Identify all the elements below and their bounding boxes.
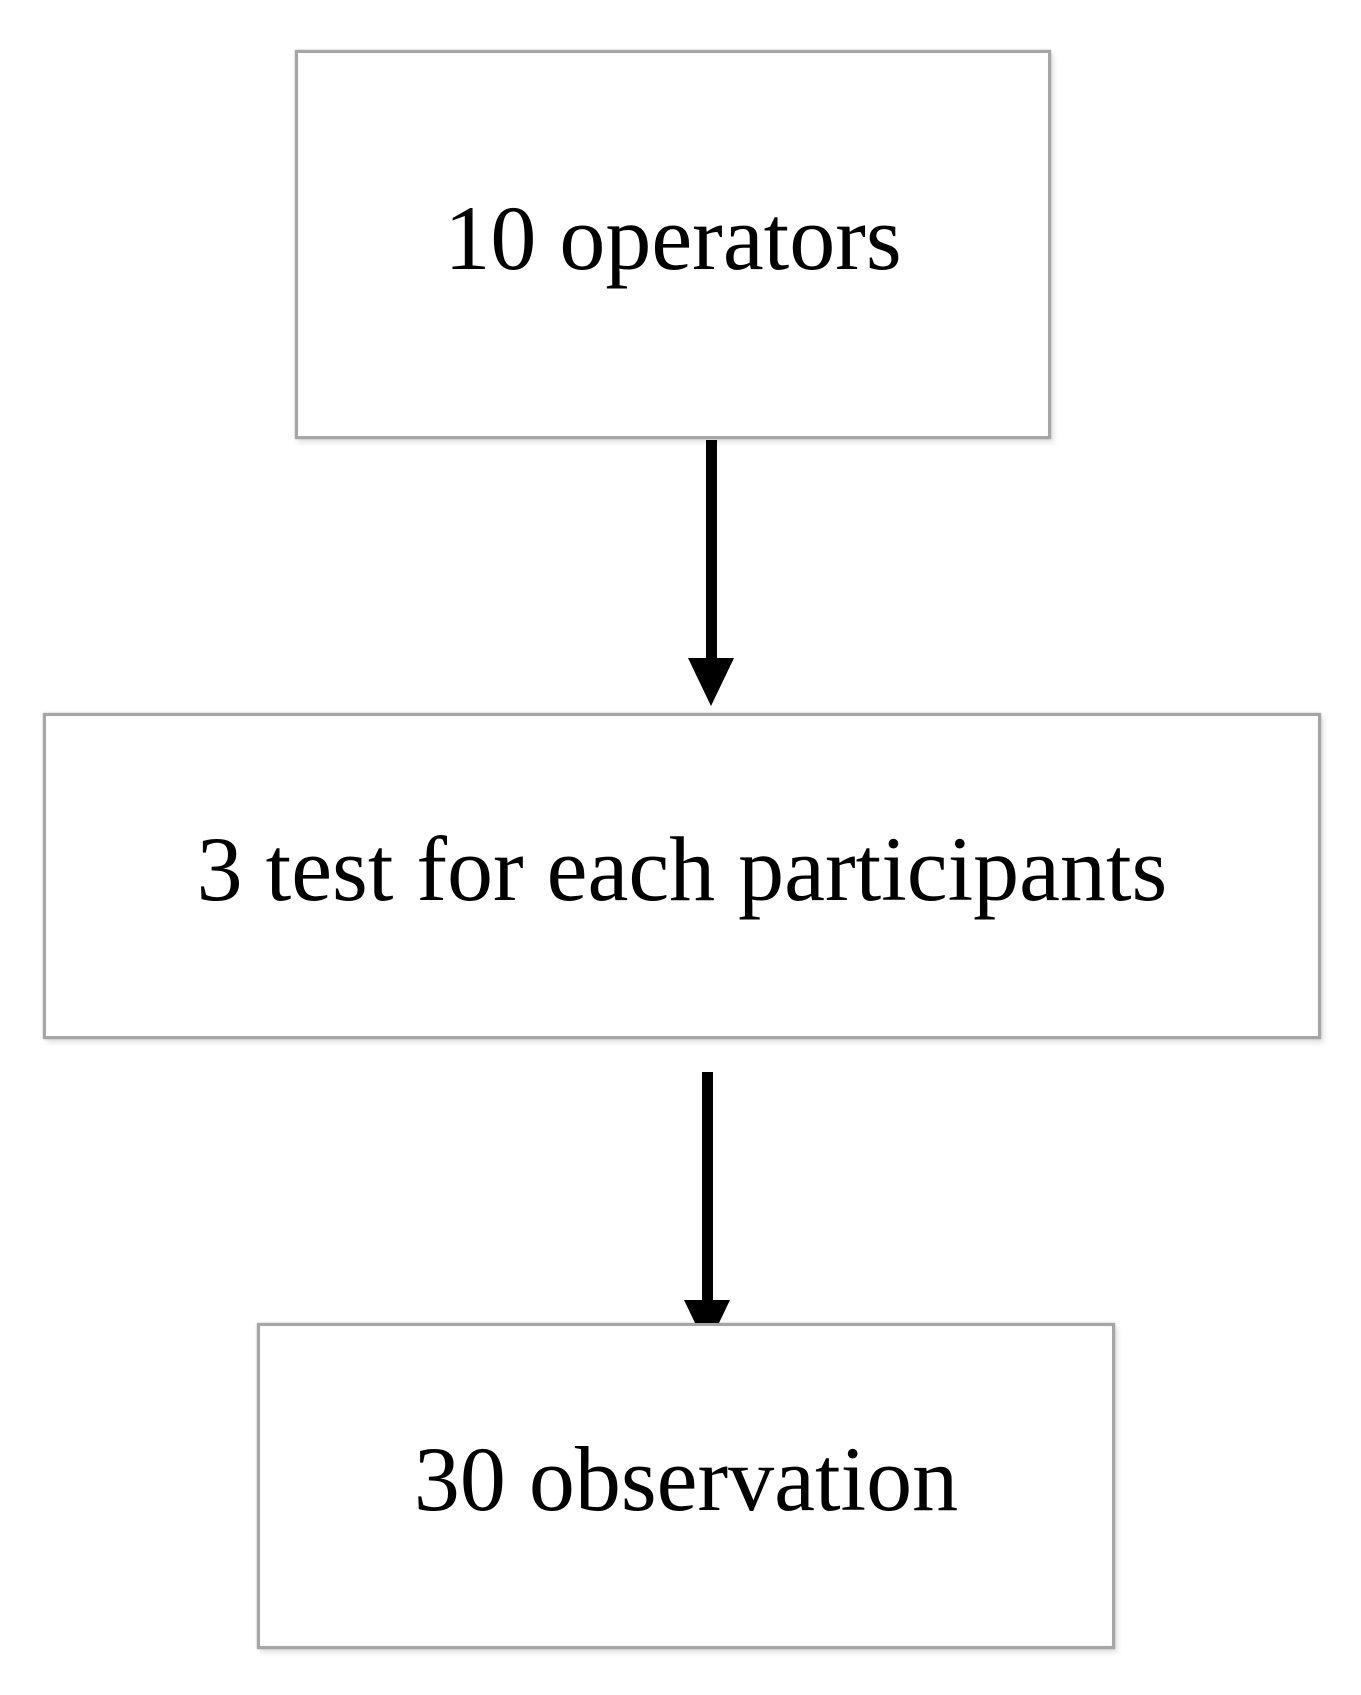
flow-node-tests-per-participant: 3 test for each participants <box>43 713 1321 1039</box>
connector-tests-to-observations-shaft <box>702 1072 713 1302</box>
flow-node-observations-label: 30 observation <box>413 1428 959 1530</box>
connector-operators-to-tests-shaft <box>706 440 717 661</box>
flow-node-operators: 10 operators <box>295 50 1051 439</box>
connector-operators-to-tests-arrowhead-icon <box>688 658 734 706</box>
flow-node-tests-per-participant-label: 3 test for each participants <box>196 818 1168 920</box>
flow-node-observations: 30 observation <box>257 1323 1115 1649</box>
flow-node-operators-label: 10 operators <box>444 186 902 289</box>
